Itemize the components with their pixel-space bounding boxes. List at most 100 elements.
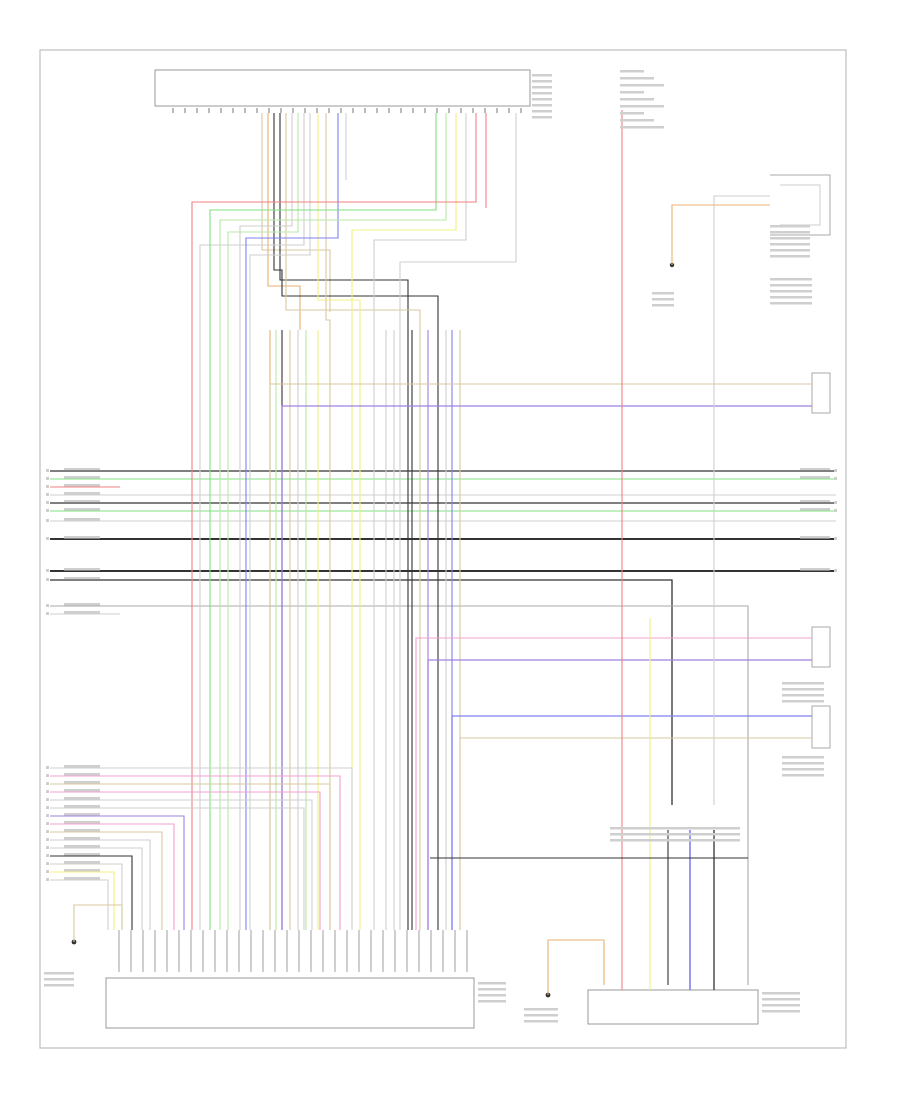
lower-left-lead-label (64, 869, 100, 872)
lower-left-lead-pin (46, 854, 49, 857)
connector-wire (459, 737, 812, 930)
fuse-label-line (620, 119, 654, 122)
main-module-pin-label (118, 930, 120, 972)
lower-left-lead-pin (46, 766, 49, 769)
right-bus-label (800, 568, 830, 571)
right-connector-1 (811, 372, 831, 414)
sensor-label-line (770, 249, 810, 252)
bus-line (50, 605, 749, 985)
main-module-pin-label (226, 930, 228, 972)
fuse-label-line (620, 105, 664, 108)
top-module-pin (256, 108, 258, 113)
right-module-label-line (762, 992, 800, 995)
module-label-line (770, 290, 812, 293)
lead-wire (50, 791, 321, 930)
lower-left-lead-label (64, 877, 100, 880)
connector-label-line (782, 694, 824, 697)
top-module-pin (220, 108, 222, 113)
top-module-pin (328, 108, 330, 113)
top-module-pin (460, 108, 462, 113)
signal-wire (245, 113, 339, 930)
signal-wire (199, 113, 305, 930)
lower-left-lead-pin (46, 862, 49, 865)
top-module-label-line (532, 110, 552, 113)
right-module-label-line (762, 1004, 800, 1007)
left-bus-label (64, 468, 100, 471)
lead-wire (50, 783, 331, 930)
top-module-pin (472, 108, 474, 113)
signal-wire (209, 113, 437, 930)
ground-label-line (652, 304, 674, 307)
left-bus-pin (46, 477, 49, 480)
bus-line (50, 579, 673, 805)
top-module-pin (424, 108, 426, 113)
top-module-pin (400, 108, 402, 113)
main-control-module (105, 977, 475, 1029)
lead-wire (50, 831, 163, 930)
sensor-label-line (770, 243, 810, 246)
top-module-pin (484, 108, 486, 113)
lower-left-lead-pin (46, 822, 49, 825)
left-bus-pin (46, 493, 49, 496)
main-module-pin-label (274, 930, 276, 972)
main-module-pin-label (310, 930, 312, 972)
top-module-pin (292, 108, 294, 113)
lower-left-lead-label (64, 789, 100, 792)
top-module-pin (208, 108, 210, 113)
signal-wire (273, 113, 439, 930)
left-bus-label (64, 492, 100, 495)
main-module-pin-label (298, 930, 300, 972)
left-bus-label (64, 476, 100, 479)
top-module-pin (364, 108, 366, 113)
top-module-pin (448, 108, 450, 113)
module-label-line (770, 302, 812, 305)
module-label-line (770, 278, 812, 281)
lower-left-lead-label (64, 845, 100, 848)
main-module-pin-label (394, 930, 396, 972)
ground-wire (547, 939, 605, 995)
main-module-label-line (478, 988, 506, 991)
top-module-pin (304, 108, 306, 113)
connector-wire (451, 715, 812, 930)
main-module-pin-label (442, 930, 444, 972)
main-module-pin-label (214, 930, 216, 972)
sensor-signal-wire (281, 405, 812, 930)
right-bus-pin (834, 509, 837, 512)
left-bus-pin (46, 519, 49, 522)
connector-label-line (782, 756, 824, 759)
lower-left-lead-pin (46, 838, 49, 841)
lower-left-lead-label (64, 773, 100, 776)
main-module-label-line (478, 982, 506, 985)
main-module-pin-label (466, 930, 468, 972)
left-bus-label (64, 577, 100, 580)
lower-left-lead-label (64, 781, 100, 784)
main-module-label-line (478, 1000, 506, 1003)
top-module-pin (508, 108, 510, 113)
left-bus-label (64, 568, 100, 571)
right-bus-label (800, 476, 830, 479)
signal-wire (249, 113, 311, 930)
lower-left-lead-pin (46, 782, 49, 785)
top-module-label-line (532, 92, 552, 95)
lower-left-lead-pin (46, 846, 49, 849)
wire-label-marks (44, 70, 837, 1023)
top-module-pin (244, 108, 246, 113)
ground-label-line (524, 1008, 558, 1011)
signal-wire (191, 113, 477, 930)
signal-wire (317, 113, 361, 930)
main-module-pin-label (262, 930, 264, 972)
lower-left-lead-pin (46, 814, 49, 817)
signal-wire (239, 113, 293, 930)
connector-label-line (782, 682, 824, 685)
top-module-pin (196, 108, 198, 113)
fuse-label-line (620, 112, 644, 115)
top-module-pin (316, 108, 318, 113)
main-module-pin-label (250, 930, 252, 972)
signal-wire (351, 113, 457, 930)
main-module-pin-label (406, 930, 408, 972)
right-bus-pin (834, 569, 837, 572)
main-module-pin-label (202, 930, 204, 972)
fuse-label-line (620, 91, 644, 94)
main-module-pin-label (418, 930, 420, 972)
